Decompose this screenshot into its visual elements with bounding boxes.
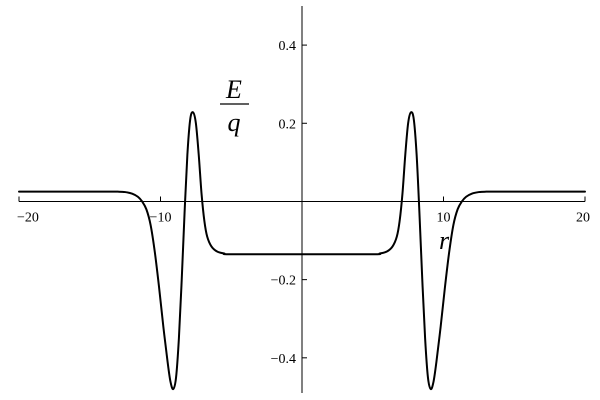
- x-tick-label: 10: [437, 210, 451, 225]
- x-tick-label: 20: [576, 210, 590, 225]
- x-axis-label: r: [439, 226, 450, 255]
- y-axis-label: E q: [220, 75, 249, 137]
- y-tick-label: 0.4: [279, 39, 297, 54]
- y-axis-label-numerator: E: [225, 75, 242, 104]
- x-tick-label: −20: [17, 210, 39, 225]
- y-tick-label: −0.4: [271, 352, 296, 367]
- y-ticks: 0.4 0.2 −0.2 −0.4: [271, 39, 307, 367]
- y-tick-label: 0.2: [279, 117, 297, 132]
- series-line: [18, 111, 586, 391]
- y-tick-label: −0.2: [271, 274, 296, 289]
- y-axis-label-denominator: q: [228, 108, 241, 137]
- x-tick-label: −10: [150, 210, 172, 225]
- x-ticks: −20 −10 10 20: [17, 196, 590, 225]
